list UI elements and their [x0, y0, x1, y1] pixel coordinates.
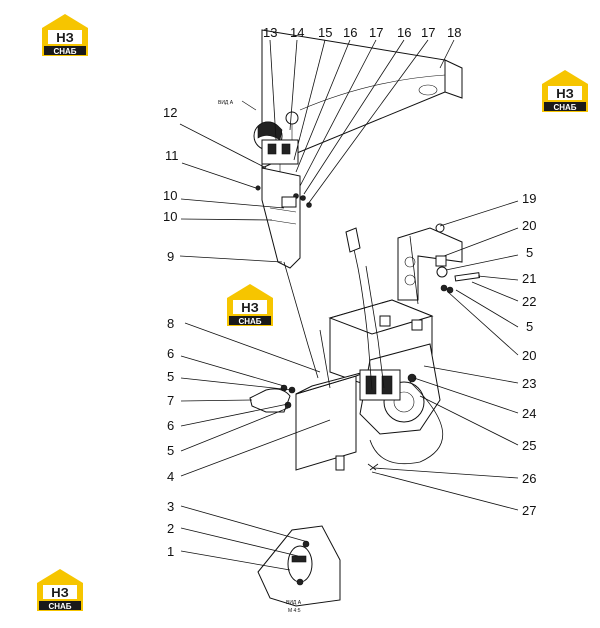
callout-5: 5 [167, 443, 174, 458]
control-cable-lower [369, 381, 444, 465]
callout-16: 16 [397, 25, 411, 40]
callout-10: 10 [163, 209, 177, 224]
callout-21: 21 [522, 271, 536, 286]
callout-18: 18 [447, 25, 461, 40]
brand-logo-icon: НЗ СНАБ [42, 14, 88, 56]
brand-logo-center: НЗ СНАБ [225, 282, 275, 328]
control-cable-upper [283, 261, 319, 379]
callout-5: 5 [526, 245, 533, 260]
callout-26: 26 [522, 471, 536, 486]
callout-3: 3 [167, 499, 174, 514]
callout-24: 24 [522, 406, 536, 421]
view-label-top: ВИД А [218, 100, 234, 106]
callout-11: 11 [165, 148, 179, 163]
callout-1: 1 [167, 544, 174, 559]
logo-caption: СНАБ [48, 602, 71, 611]
callout-5: 5 [167, 369, 174, 384]
callout-23: 23 [522, 376, 536, 391]
callout-8: 8 [167, 316, 174, 331]
callout-22: 22 [522, 294, 536, 309]
brand-logo-top-right: НЗ СНАБ [540, 68, 590, 114]
callout-25: 25 [522, 438, 536, 453]
scale-label: М 4:5 [288, 608, 301, 614]
callout-14: 14 [290, 25, 304, 40]
callout-5: 5 [526, 319, 533, 334]
callout-17: 17 [369, 25, 383, 40]
callout-15: 15 [318, 25, 332, 40]
control-valve-drawing [295, 299, 441, 471]
brand-logo-icon: НЗ СНАБ [542, 70, 588, 112]
callout-10: 10 [163, 188, 177, 203]
control-levers-drawing [319, 227, 385, 391]
callout-16: 16 [343, 25, 357, 40]
callout-7: 7 [167, 393, 174, 408]
upper-bracket-drawing [261, 29, 463, 180]
logo-mark: НЗ [241, 300, 259, 315]
view-label-bottom: ВИД А [286, 600, 302, 606]
callout-20: 20 [522, 218, 536, 233]
logo-mark: НЗ [556, 86, 574, 101]
support-plate-drawing [255, 167, 312, 269]
callout-9: 9 [167, 249, 174, 264]
logo-caption: СНАБ [553, 103, 576, 112]
pedal-bracket-drawing [249, 384, 296, 413]
cotter-pin-drawing [367, 463, 379, 471]
callout-4: 4 [167, 469, 174, 484]
logo-caption: СНАБ [238, 317, 261, 326]
brand-logo-bottom-left: НЗ СНАБ [35, 567, 85, 613]
callout-12: 12 [163, 105, 177, 120]
brand-logo-top-left: НЗ СНАБ [40, 12, 90, 58]
logo-caption: СНАБ [53, 47, 76, 56]
callout-6: 6 [167, 418, 174, 433]
callout-6: 6 [167, 346, 174, 361]
callout-19: 19 [522, 191, 536, 206]
logo-mark: НЗ [51, 585, 69, 600]
brand-logo-icon: НЗ СНАБ [227, 284, 273, 326]
logo-mark: НЗ [56, 30, 74, 45]
brand-logo-icon: НЗ СНАБ [37, 569, 83, 611]
callout-17: 17 [421, 25, 435, 40]
callout-2: 2 [167, 521, 174, 536]
leader-lines [179, 39, 519, 571]
right-bracket-drawing [397, 223, 481, 301]
callout-20: 20 [522, 348, 536, 363]
callout-labels: 13 14 15 16 17 16 17 18 12 11 10 10 9 19… [163, 25, 536, 559]
callout-27: 27 [522, 503, 536, 518]
callout-13: 13 [263, 25, 277, 40]
